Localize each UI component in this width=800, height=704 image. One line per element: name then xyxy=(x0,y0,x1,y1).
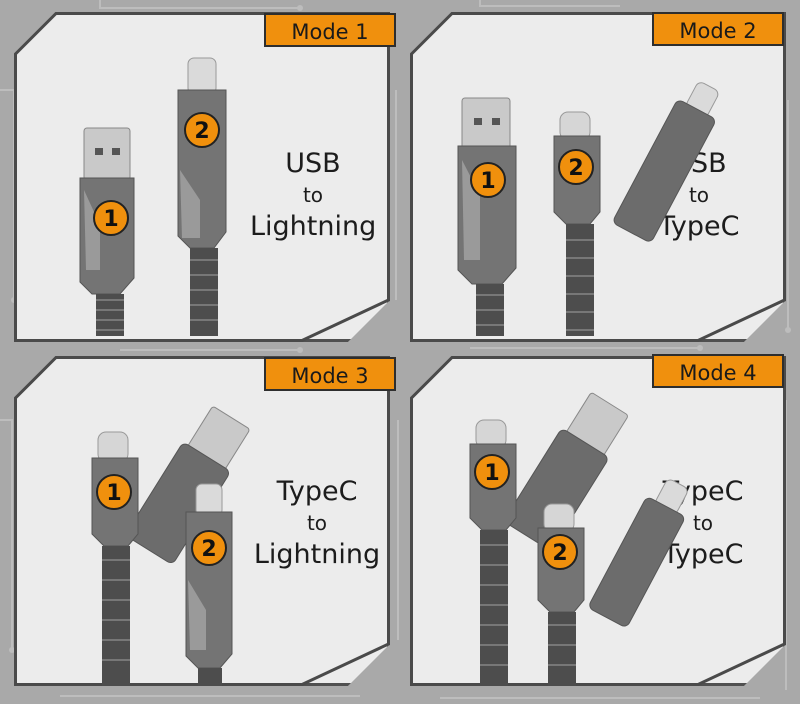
swivel-arm xyxy=(589,497,685,627)
badge-2 xyxy=(558,149,594,185)
badge-1-label: 1 xyxy=(480,169,495,194)
mode-1-caption: USB to Lightning xyxy=(250,148,376,243)
mode-3-from: TypeC xyxy=(276,476,358,507)
braided-cable xyxy=(102,546,130,686)
mode-3-target: Lightning xyxy=(253,539,381,571)
mode-4-target: TypeC xyxy=(662,539,744,571)
badge-1 xyxy=(96,474,132,510)
braided-cable xyxy=(480,530,508,686)
mode-2-to-word: to xyxy=(688,182,710,207)
mode-2-target: TypeC xyxy=(658,211,740,243)
badge-2-label: 2 xyxy=(194,119,209,144)
badge-2-label: 2 xyxy=(568,156,583,181)
braided-cable xyxy=(190,248,218,336)
badge-2 xyxy=(542,534,578,570)
swivel-arm xyxy=(505,429,608,550)
swivel-arm xyxy=(613,100,715,242)
mode-3-tag: Mode 3 xyxy=(264,357,396,391)
badge-2 xyxy=(191,530,227,566)
mode-4-tag: Mode 4 xyxy=(652,354,784,388)
badge-1-label: 1 xyxy=(103,207,118,232)
mode-1-from: USB xyxy=(285,148,341,179)
mode-2-tag: Mode 2 xyxy=(652,12,784,46)
badge-1-label: 1 xyxy=(484,461,499,486)
mode-3-caption: TypeC to Lightning xyxy=(252,476,382,571)
badge-2 xyxy=(184,112,220,148)
mode-4-to-word: to xyxy=(692,510,714,535)
badge-2-label: 2 xyxy=(552,541,567,566)
braided-cable xyxy=(198,668,222,686)
badge-1 xyxy=(474,454,510,490)
badge-2-label: 2 xyxy=(201,537,216,562)
mode-3-to-word: to xyxy=(306,510,328,535)
badge-1 xyxy=(93,200,129,236)
braided-cable xyxy=(566,224,594,336)
mode-1-to-word: to xyxy=(302,182,324,207)
braided-cable xyxy=(548,612,576,686)
badge-1-label: 1 xyxy=(106,481,121,506)
mode-1-tag: Mode 1 xyxy=(264,13,396,47)
badge-1 xyxy=(470,162,506,198)
mode-1-target: Lightning xyxy=(250,211,377,243)
